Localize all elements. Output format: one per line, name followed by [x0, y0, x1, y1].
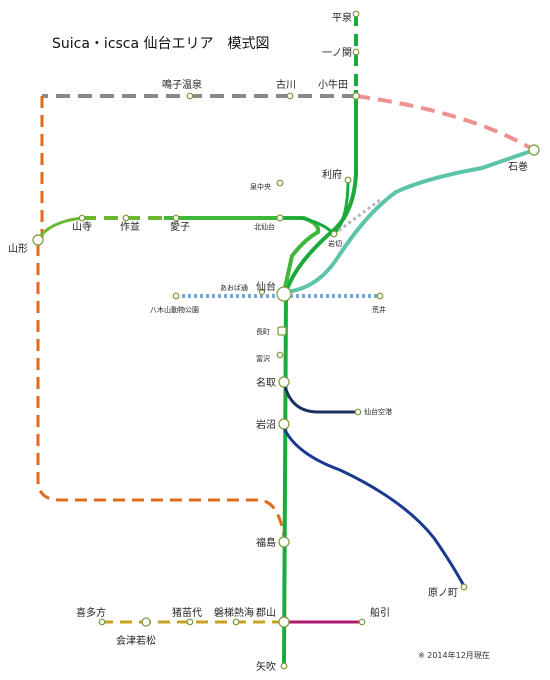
label-aobadori: あおば通: [220, 283, 248, 292]
line-rifu-branch: [332, 179, 350, 236]
label-rifu: 利府: [322, 168, 342, 181]
label-ichinoseki: 一ノ関: [322, 47, 352, 59]
label-iwanuma: 岩沼: [256, 418, 276, 431]
label-narukoonsen: 鳴子温泉: [162, 78, 202, 91]
line-ou-main: [36, 96, 286, 537]
label-funehiki: 船引: [370, 606, 390, 619]
station-sendai[interactable]: [276, 286, 292, 302]
label-fukushima: 福島: [256, 536, 276, 549]
label-aizuwakamatsu: 会津若松: [116, 634, 156, 647]
label-aiko: 愛子: [170, 220, 190, 233]
label-yagiyama: 八木山動物公園: [150, 305, 199, 314]
label-iwakiri: 岩切: [328, 239, 342, 248]
station-tomizawa[interactable]: [276, 351, 284, 359]
station-yamadera[interactable]: [78, 214, 86, 222]
label-bandaiatami: 磐梯熱海: [214, 606, 254, 619]
station-izumichuo[interactable]: [276, 179, 284, 187]
station-sakunami[interactable]: [122, 214, 130, 222]
line-kitasendai-iwakiri: [280, 216, 336, 236]
station-funehiki[interactable]: [358, 618, 366, 626]
station-sendaikuko[interactable]: [354, 408, 362, 416]
label-ishinomaki: 石巻: [508, 161, 528, 173]
station-yabuki[interactable]: [280, 662, 288, 670]
label-arai: 荒井: [372, 305, 386, 314]
label-sakunami: 作並: [120, 220, 140, 233]
station-natori[interactable]: [278, 376, 290, 388]
line-airport: [282, 381, 358, 414]
label-hiraizumi: 平泉: [332, 11, 352, 24]
station-yamagata[interactable]: [32, 234, 44, 246]
station-inawashiro[interactable]: [186, 618, 194, 626]
label-sendai: 仙台: [256, 280, 276, 293]
station-bandaiatami[interactable]: [232, 618, 240, 626]
label-kitasendai: 北仙台: [254, 222, 275, 231]
label-koriyama: 郡山: [256, 607, 276, 619]
label-natori: 名取: [256, 376, 276, 389]
map-title: Suica・icsca 仙台エリア 模式図: [52, 36, 270, 52]
label-izumichuo: 泉中央: [250, 182, 271, 191]
line-senseki: [283, 148, 535, 294]
label-yamadera: 山寺: [72, 221, 92, 233]
station-koriyama[interactable]: [278, 616, 290, 628]
label-kitakata: 喜多方: [76, 606, 106, 619]
station-aiko[interactable]: [172, 214, 180, 222]
station-hiraizumi[interactable]: [352, 10, 360, 18]
station-iwakiri[interactable]: [330, 230, 338, 238]
line-joban: [282, 427, 466, 587]
station-kitakata[interactable]: [98, 618, 106, 626]
station-rifu[interactable]: [344, 176, 352, 184]
line-tohoku-main: [282, 90, 358, 667]
station-aobadori[interactable]: [258, 288, 266, 296]
station-haranomachi[interactable]: [460, 583, 468, 591]
station-kogota[interactable]: [352, 92, 360, 100]
station-arai[interactable]: [376, 292, 384, 300]
station-nagamachi[interactable]: [277, 326, 287, 336]
station-kitasendai[interactable]: [276, 214, 284, 222]
station-fukushima[interactable]: [278, 536, 290, 548]
label-haranomachi: 原ノ町: [428, 587, 458, 599]
label-inawashiro: 猪苗代: [172, 607, 202, 619]
date-note: ※ 2014年12月現在: [418, 650, 490, 660]
station-yagiyama[interactable]: [172, 292, 180, 300]
station-furukawa[interactable]: [286, 92, 294, 100]
station-narukoonsen[interactable]: [186, 92, 194, 100]
label-nagamachi: 長町: [256, 328, 270, 336]
label-tomizawa: 富沢: [256, 354, 270, 363]
label-yabuki: 矢吹: [256, 660, 276, 673]
station-iwanuma[interactable]: [278, 418, 290, 430]
label-sendaikuko: 仙台空港: [364, 407, 392, 416]
station-ishinomaki[interactable]: [528, 144, 540, 156]
label-yamagata: 山形: [8, 243, 28, 255]
station-ichinoseki[interactable]: [352, 48, 360, 56]
station-aizuwakamatsu[interactable]: [141, 617, 151, 627]
label-furukawa: 古川: [276, 78, 296, 91]
label-kogota: 小牛田: [318, 78, 348, 91]
line-ishinomaki-pink: [355, 94, 536, 152]
